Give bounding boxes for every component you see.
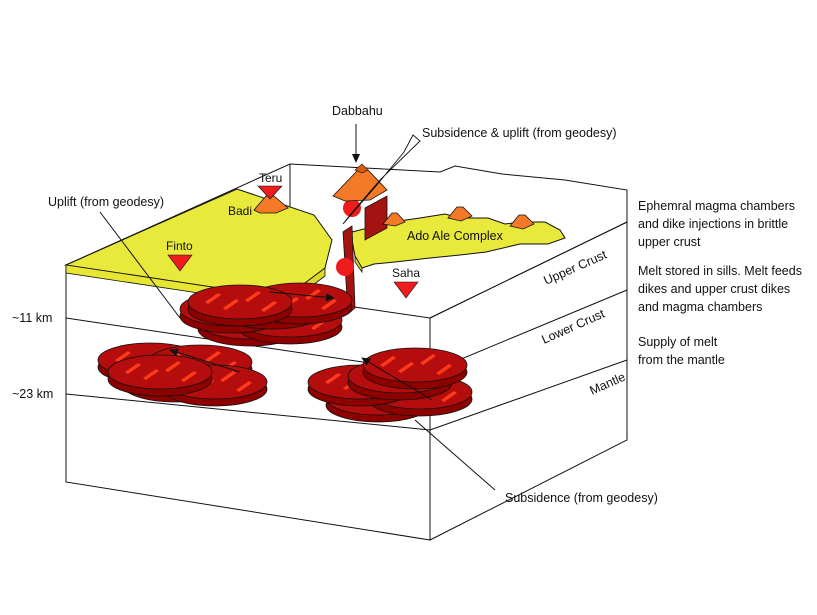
layer-mantle: Mantle xyxy=(588,370,628,398)
sill-streak xyxy=(236,381,252,392)
arrow-icon xyxy=(99,211,181,319)
sill-streak xyxy=(205,293,221,304)
sill-streak xyxy=(181,371,197,382)
sill-streak xyxy=(223,299,239,310)
stations xyxy=(167,185,419,299)
label-subsidence: Subsidence (from geodesy) xyxy=(505,491,658,505)
sill-streak xyxy=(125,363,141,374)
magma-chamber-1 xyxy=(343,199,361,217)
sill-streak xyxy=(420,354,436,365)
inverted-triangle-icon xyxy=(167,254,193,272)
sill-streak xyxy=(325,373,341,384)
note-mantle: Supply of melt from the mantle xyxy=(638,335,725,367)
arrow-icon xyxy=(361,357,433,401)
sill-streak xyxy=(305,289,321,300)
boundary-23km-front xyxy=(65,393,431,431)
note-lower: Melt stored in sills. Melt feeds dikes a… xyxy=(638,264,805,314)
label-badi: Badi xyxy=(228,204,252,218)
volcano-icon xyxy=(382,212,406,227)
sill-streak xyxy=(261,301,277,312)
label-teru: Teru xyxy=(259,171,282,185)
sill-streak xyxy=(245,291,261,302)
arrow-icon xyxy=(414,419,496,491)
sill-streak xyxy=(165,361,181,372)
sill-streak xyxy=(398,362,414,373)
volcano-icon xyxy=(332,163,388,202)
label-finto: Finto xyxy=(166,239,193,253)
labels: Dabbahu Subsidence & uplift (from geodes… xyxy=(48,104,658,505)
sill-streak xyxy=(436,364,452,375)
dike-upper xyxy=(364,195,388,241)
side-notes: Ephemral magma chambers and dike injecti… xyxy=(638,199,805,367)
depth-11km: ~11 km xyxy=(12,311,52,325)
annotation-arrows xyxy=(99,124,496,491)
block-right-face xyxy=(429,221,628,541)
sill-disk xyxy=(362,347,468,390)
magma-chamber-2 xyxy=(336,258,354,276)
volcano-icon xyxy=(253,195,289,214)
label-subsidence-uplift: Subsidence & uplift (from geodesy) xyxy=(422,126,617,140)
arrow-icon xyxy=(169,348,241,373)
label-saha: Saha xyxy=(392,266,420,280)
sill-disk xyxy=(187,284,293,327)
label-ado-ale: Ado Ale Complex xyxy=(407,229,504,243)
sill-streak xyxy=(441,391,457,402)
volcanoes xyxy=(253,163,535,230)
inverted-triangle-icon xyxy=(257,185,283,200)
dike-system xyxy=(336,195,388,315)
note-upper: Ephemral magma chambers and dike injecti… xyxy=(638,199,799,249)
block-left-face xyxy=(65,265,431,541)
depth-labels: ~11 km ~23 km xyxy=(12,311,53,401)
arrow-icon xyxy=(269,291,335,302)
sill-disk xyxy=(107,354,213,397)
label-dabbahu: Dabbahu xyxy=(332,104,383,118)
volcano-icon xyxy=(509,214,535,230)
sill-streak xyxy=(321,299,337,310)
inverted-triangle-icon xyxy=(393,281,419,299)
depth-23km: ~23 km xyxy=(12,387,53,401)
volcano-icon xyxy=(447,206,473,222)
sill-streak xyxy=(220,371,236,382)
arrow-icon xyxy=(342,134,421,225)
sill-streak xyxy=(205,351,221,362)
magma-sills xyxy=(97,282,473,423)
label-uplift: Uplift (from geodesy) xyxy=(48,195,164,209)
boundary-23km-side xyxy=(429,359,628,431)
sill-streak xyxy=(115,351,131,362)
sill-streak xyxy=(143,369,159,380)
sill-streak xyxy=(380,356,396,367)
